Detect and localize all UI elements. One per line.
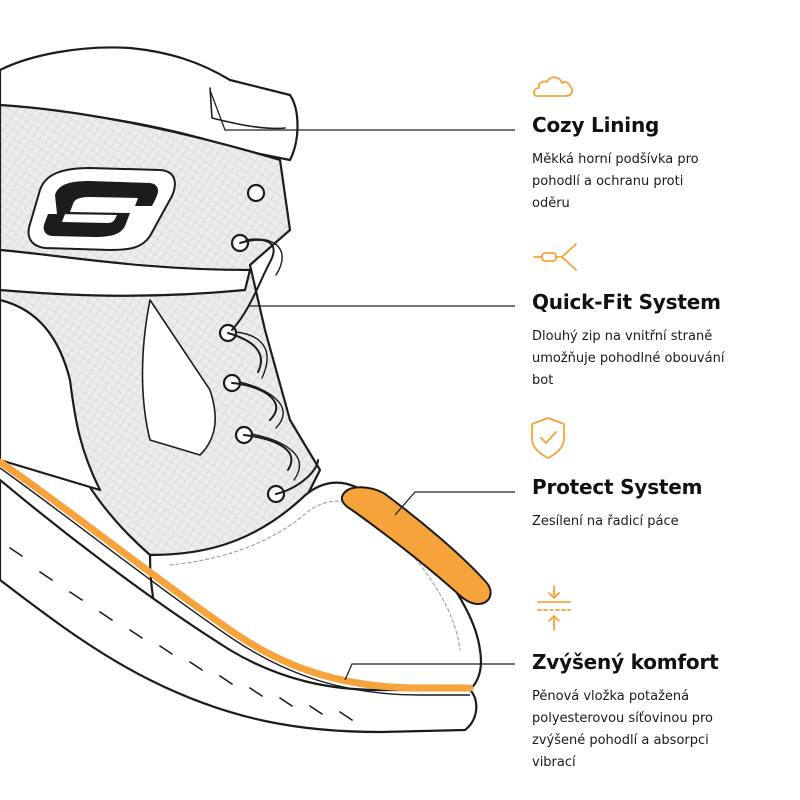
feature-title: Zvýšený komfort	[532, 650, 719, 674]
feature-title: Quick-Fit System	[532, 290, 721, 314]
feature-description: Pěnová vložka potažená polyesterovou síť…	[532, 689, 713, 770]
compression-icon	[537, 585, 571, 631]
boot-vamp-stitch	[169, 500, 461, 651]
feature-title: Cozy Lining	[532, 113, 660, 137]
boot-side-panel	[0, 298, 102, 492]
foam-insole	[0, 458, 474, 692]
cloud-icon	[532, 76, 573, 97]
zipper-icon	[533, 243, 577, 271]
feature-description: Zesílení na řadicí páce	[532, 514, 679, 529]
callout-lines	[209, 89, 515, 681]
boot-logo-mark	[43, 181, 158, 237]
feature-quick-fit: Quick-Fit System Dlouhý zip na vnitřní s…	[532, 290, 772, 392]
boot-laces	[227, 238, 319, 495]
boot-laces-outline	[235, 238, 301, 481]
boot-collar-inner	[209, 87, 286, 130]
callout-line-cozy	[209, 89, 515, 131]
callout-line-protect	[394, 491, 515, 516]
boot-tread	[9, 547, 353, 721]
boot-ankle-panel	[141, 299, 216, 456]
feature-title: Protect System	[532, 475, 703, 499]
foam-insole-inner	[0, 467, 470, 696]
feature-protect-system: Protect System Zesílení na řadicí páce	[532, 475, 772, 533]
boot-outsole	[0, 478, 478, 734]
feature-cozy-lining: Cozy Lining Měkká horní podšívka pro poh…	[532, 113, 772, 215]
shield-check-icon	[531, 417, 565, 459]
feature-description: Dlouhý zip na vnitřní straně umožňuje po…	[532, 329, 725, 388]
boot-strap	[0, 248, 252, 297]
boot-drawing	[0, 46, 483, 734]
shift-protector	[340, 486, 492, 606]
feature-comfort: Zvýšený komfort Pěnová vložka potažená p…	[532, 650, 772, 774]
callout-line-comfort	[344, 663, 515, 681]
feature-description: Měkká horní podšívka pro pohodlí a ochra…	[532, 152, 699, 211]
